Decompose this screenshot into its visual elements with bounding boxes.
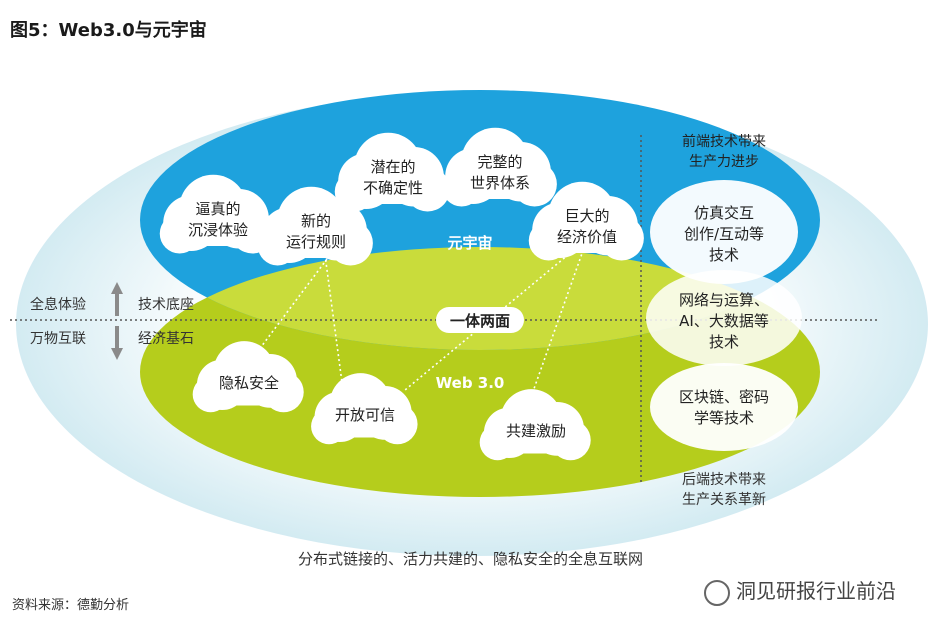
- wechat-icon: [704, 579, 730, 606]
- metaverse-cloud-4-text-1: 完整的: [477, 153, 522, 171]
- right-bottom-heading-2: 生产关系革新: [682, 492, 766, 508]
- right-item-2-line1: 网络与运算、: [679, 291, 769, 309]
- web3-cloud-3-text-1: 共建激励: [506, 422, 566, 440]
- right-oval-3: [650, 363, 798, 451]
- left-label-holographic: 全息体验: [30, 296, 86, 313]
- figure-caption: 分布式链接的、活力共建的、隐私安全的全息互联网: [297, 550, 643, 568]
- center-pill: [436, 307, 524, 333]
- metaverse-cloud-3-text-1: 潜在的: [370, 158, 415, 176]
- right-oval-1: [650, 180, 798, 284]
- right-item-3-line2: 学等技术: [694, 409, 754, 427]
- right-item-1-line2: 创作/互动等: [684, 225, 764, 243]
- metaverse-cloud-2-text-1: 新的: [301, 212, 331, 230]
- metaverse-cloud-5-text-2: 经济价值: [557, 228, 617, 246]
- left-label-iot: 万物互联: [30, 331, 86, 347]
- center-label: 一体两面: [450, 312, 510, 330]
- right-top-heading-1: 前端技术带来: [682, 133, 766, 150]
- web3-cloud-3: 共建激励: [479, 389, 591, 461]
- left-label-econ-base: 经济基石: [138, 330, 194, 347]
- metaverse-cloud-1-text-2: 沉浸体验: [188, 221, 248, 239]
- metaverse-cloud-4-text-2: 世界体系: [470, 174, 530, 192]
- web3-cloud-2: 开放可信: [311, 373, 418, 445]
- right-item-1-line1: 仿真交互: [694, 204, 754, 222]
- right-bottom-heading-1: 后端技术带来: [682, 472, 766, 488]
- web3-cloud-1-text-1: 隐私安全: [219, 374, 279, 392]
- vertical-double-arrow: [111, 282, 123, 360]
- web3-cloud-2-text-1: 开放可信: [335, 406, 395, 424]
- metaverse-label: 元宇宙: [447, 234, 492, 252]
- source-note: 资料来源：德勤分析: [12, 598, 130, 613]
- metaverse-cloud-2-text-2: 运行规则: [286, 233, 346, 251]
- watermark: 洞见研报行业前沿: [704, 575, 896, 606]
- left-label-tech-base: 技术底座: [138, 297, 194, 313]
- metaverse-cloud-5-text-1: 巨大的: [564, 207, 609, 225]
- web3-label: Web 3.0: [436, 374, 505, 392]
- figure-title: 图5：Web3.0与元宇宙: [10, 20, 207, 41]
- right-item-1-line3: 技术: [709, 246, 739, 264]
- right-item-2-line3: 技术: [709, 333, 739, 351]
- right-top-heading-2: 生产力进步: [689, 154, 759, 170]
- right-item-2-line2: AI、大数据等: [679, 312, 769, 330]
- watermark-text: 洞见研报行业前沿: [736, 579, 896, 603]
- metaverse-cloud-3-text-2: 不确定性: [363, 179, 423, 197]
- right-item-3-line1: 区块链、密码: [679, 388, 769, 406]
- metaverse-cloud-1-text-1: 逼真的: [195, 200, 240, 218]
- right-oval-2: [646, 270, 802, 366]
- web3-cloud-1: 隐私安全: [192, 341, 304, 413]
